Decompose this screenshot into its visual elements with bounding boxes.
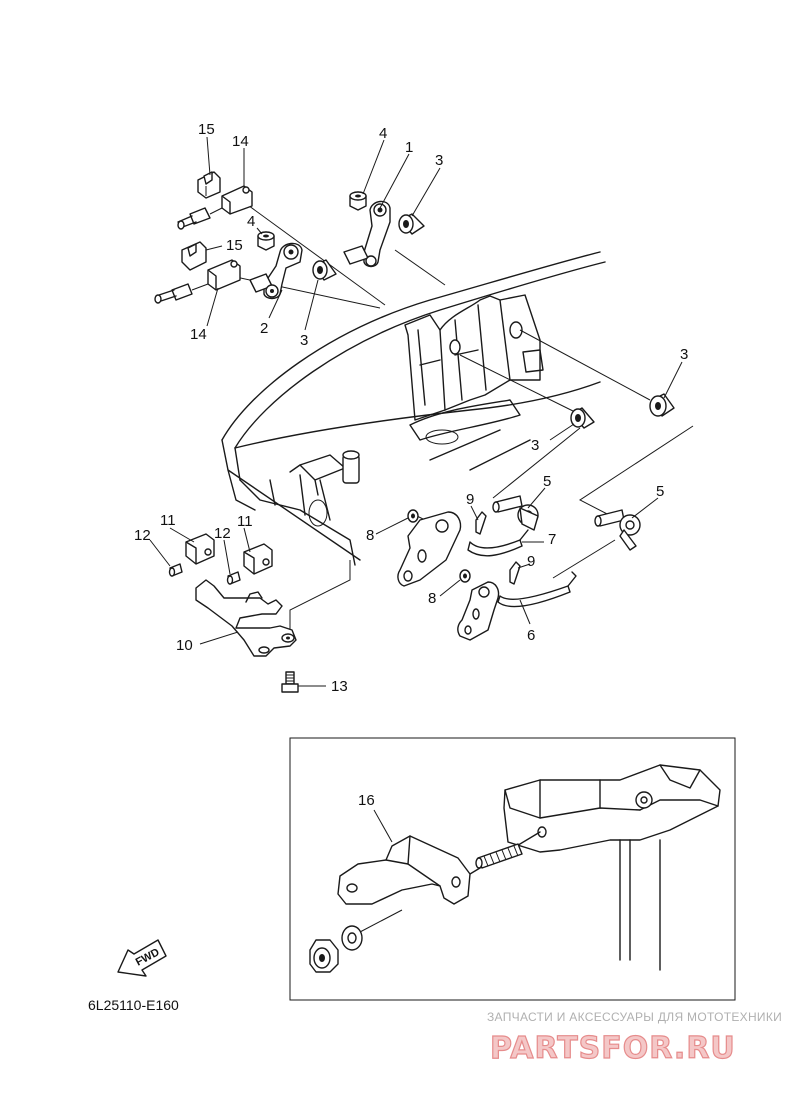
part-1-lever-upper	[343, 200, 391, 268]
callout-3: 3	[435, 152, 443, 169]
part-6-rod	[497, 571, 577, 608]
callout-11: 11	[237, 513, 253, 530]
cam-bracket-lower	[457, 581, 500, 641]
part-3-bushing-b	[312, 259, 337, 281]
part-3-bushing-d	[649, 393, 675, 417]
part-10-bracket	[195, 579, 297, 657]
part-2-lever-lower	[249, 242, 303, 300]
part-4-nut-lower	[257, 231, 275, 251]
callout-leaders	[149, 136, 683, 843]
callout-11: 11	[160, 512, 176, 529]
callout-12: 12	[134, 527, 151, 544]
inset-nut	[309, 939, 339, 973]
callout-14: 14	[232, 133, 249, 150]
callout-6: 6	[527, 627, 535, 644]
part-13-bolt	[281, 671, 299, 693]
watermark-logo: PARTSFOR.RU	[490, 1031, 736, 1066]
inset-washer	[341, 925, 363, 951]
fwd-arrow-icon: FWD	[117, 939, 167, 977]
part-8-washer-a	[407, 509, 419, 523]
part-14-cable-end-lower	[154, 259, 241, 304]
part-11-clamp-b	[243, 543, 273, 575]
callout-2: 2	[260, 320, 268, 337]
callout-5: 5	[543, 473, 551, 490]
callout-3: 3	[531, 437, 539, 454]
part-12-collar-a	[168, 563, 183, 577]
part-15-clip-upper	[197, 171, 221, 199]
cam-bracket-upper	[397, 511, 462, 587]
assembly-leader-lines	[221, 202, 694, 640]
callout-15: 15	[198, 121, 215, 138]
part-12-collar-b	[226, 571, 241, 585]
callout-12: 12	[214, 525, 231, 542]
callout-16: 16	[358, 792, 375, 809]
part-3-bushing-c	[570, 407, 595, 429]
part-4-nut-upper	[349, 191, 367, 211]
callout-8: 8	[366, 527, 374, 544]
part-16-plate	[337, 835, 471, 905]
callout-1: 1	[405, 139, 413, 156]
callout-9: 9	[527, 553, 535, 570]
callout-10: 10	[176, 637, 193, 654]
diagram-part-code: 6L25110-E160	[88, 997, 179, 1013]
callout-4: 4	[247, 213, 255, 230]
callout-13: 13	[331, 678, 348, 695]
callout-4: 4	[379, 125, 387, 142]
part-14-cable-end-upper	[177, 185, 253, 230]
callout-3: 3	[300, 332, 308, 349]
callout-5: 5	[656, 483, 664, 500]
part-5-shaft-b	[594, 509, 641, 551]
part-9-pin-b	[509, 561, 521, 585]
part-spring	[475, 843, 523, 869]
part-5-shaft-a	[492, 495, 539, 531]
part-11-clamp-a	[185, 533, 215, 565]
part-3-bushing-a	[398, 213, 425, 235]
part-7-rod	[467, 529, 529, 557]
detail-inset	[289, 737, 736, 1001]
watermark: ЗАПЧАСТИ И АКСЕССУАРЫ ДЛЯ МОТОТЕХНИКИ PA…	[487, 1010, 782, 1067]
part-8-washer-b	[459, 569, 471, 583]
callout-3: 3	[680, 346, 688, 363]
watermark-tagline: ЗАПЧАСТИ И АКСЕССУАРЫ ДЛЯ МОТОТЕХНИКИ	[487, 1010, 782, 1024]
callout-7: 7	[548, 531, 556, 548]
callout-9: 9	[466, 491, 474, 508]
part-15-clip-lower	[181, 241, 207, 271]
cowling-body	[221, 251, 606, 566]
callout-15: 15	[226, 237, 243, 254]
callout-labels: 15 14 4 1 3 4 15 2 3 14 3 3 5 5 9 9 8 8 …	[134, 121, 688, 809]
callout-8: 8	[428, 590, 436, 607]
callout-14: 14	[190, 326, 207, 343]
part-9-pin-a	[475, 511, 487, 535]
